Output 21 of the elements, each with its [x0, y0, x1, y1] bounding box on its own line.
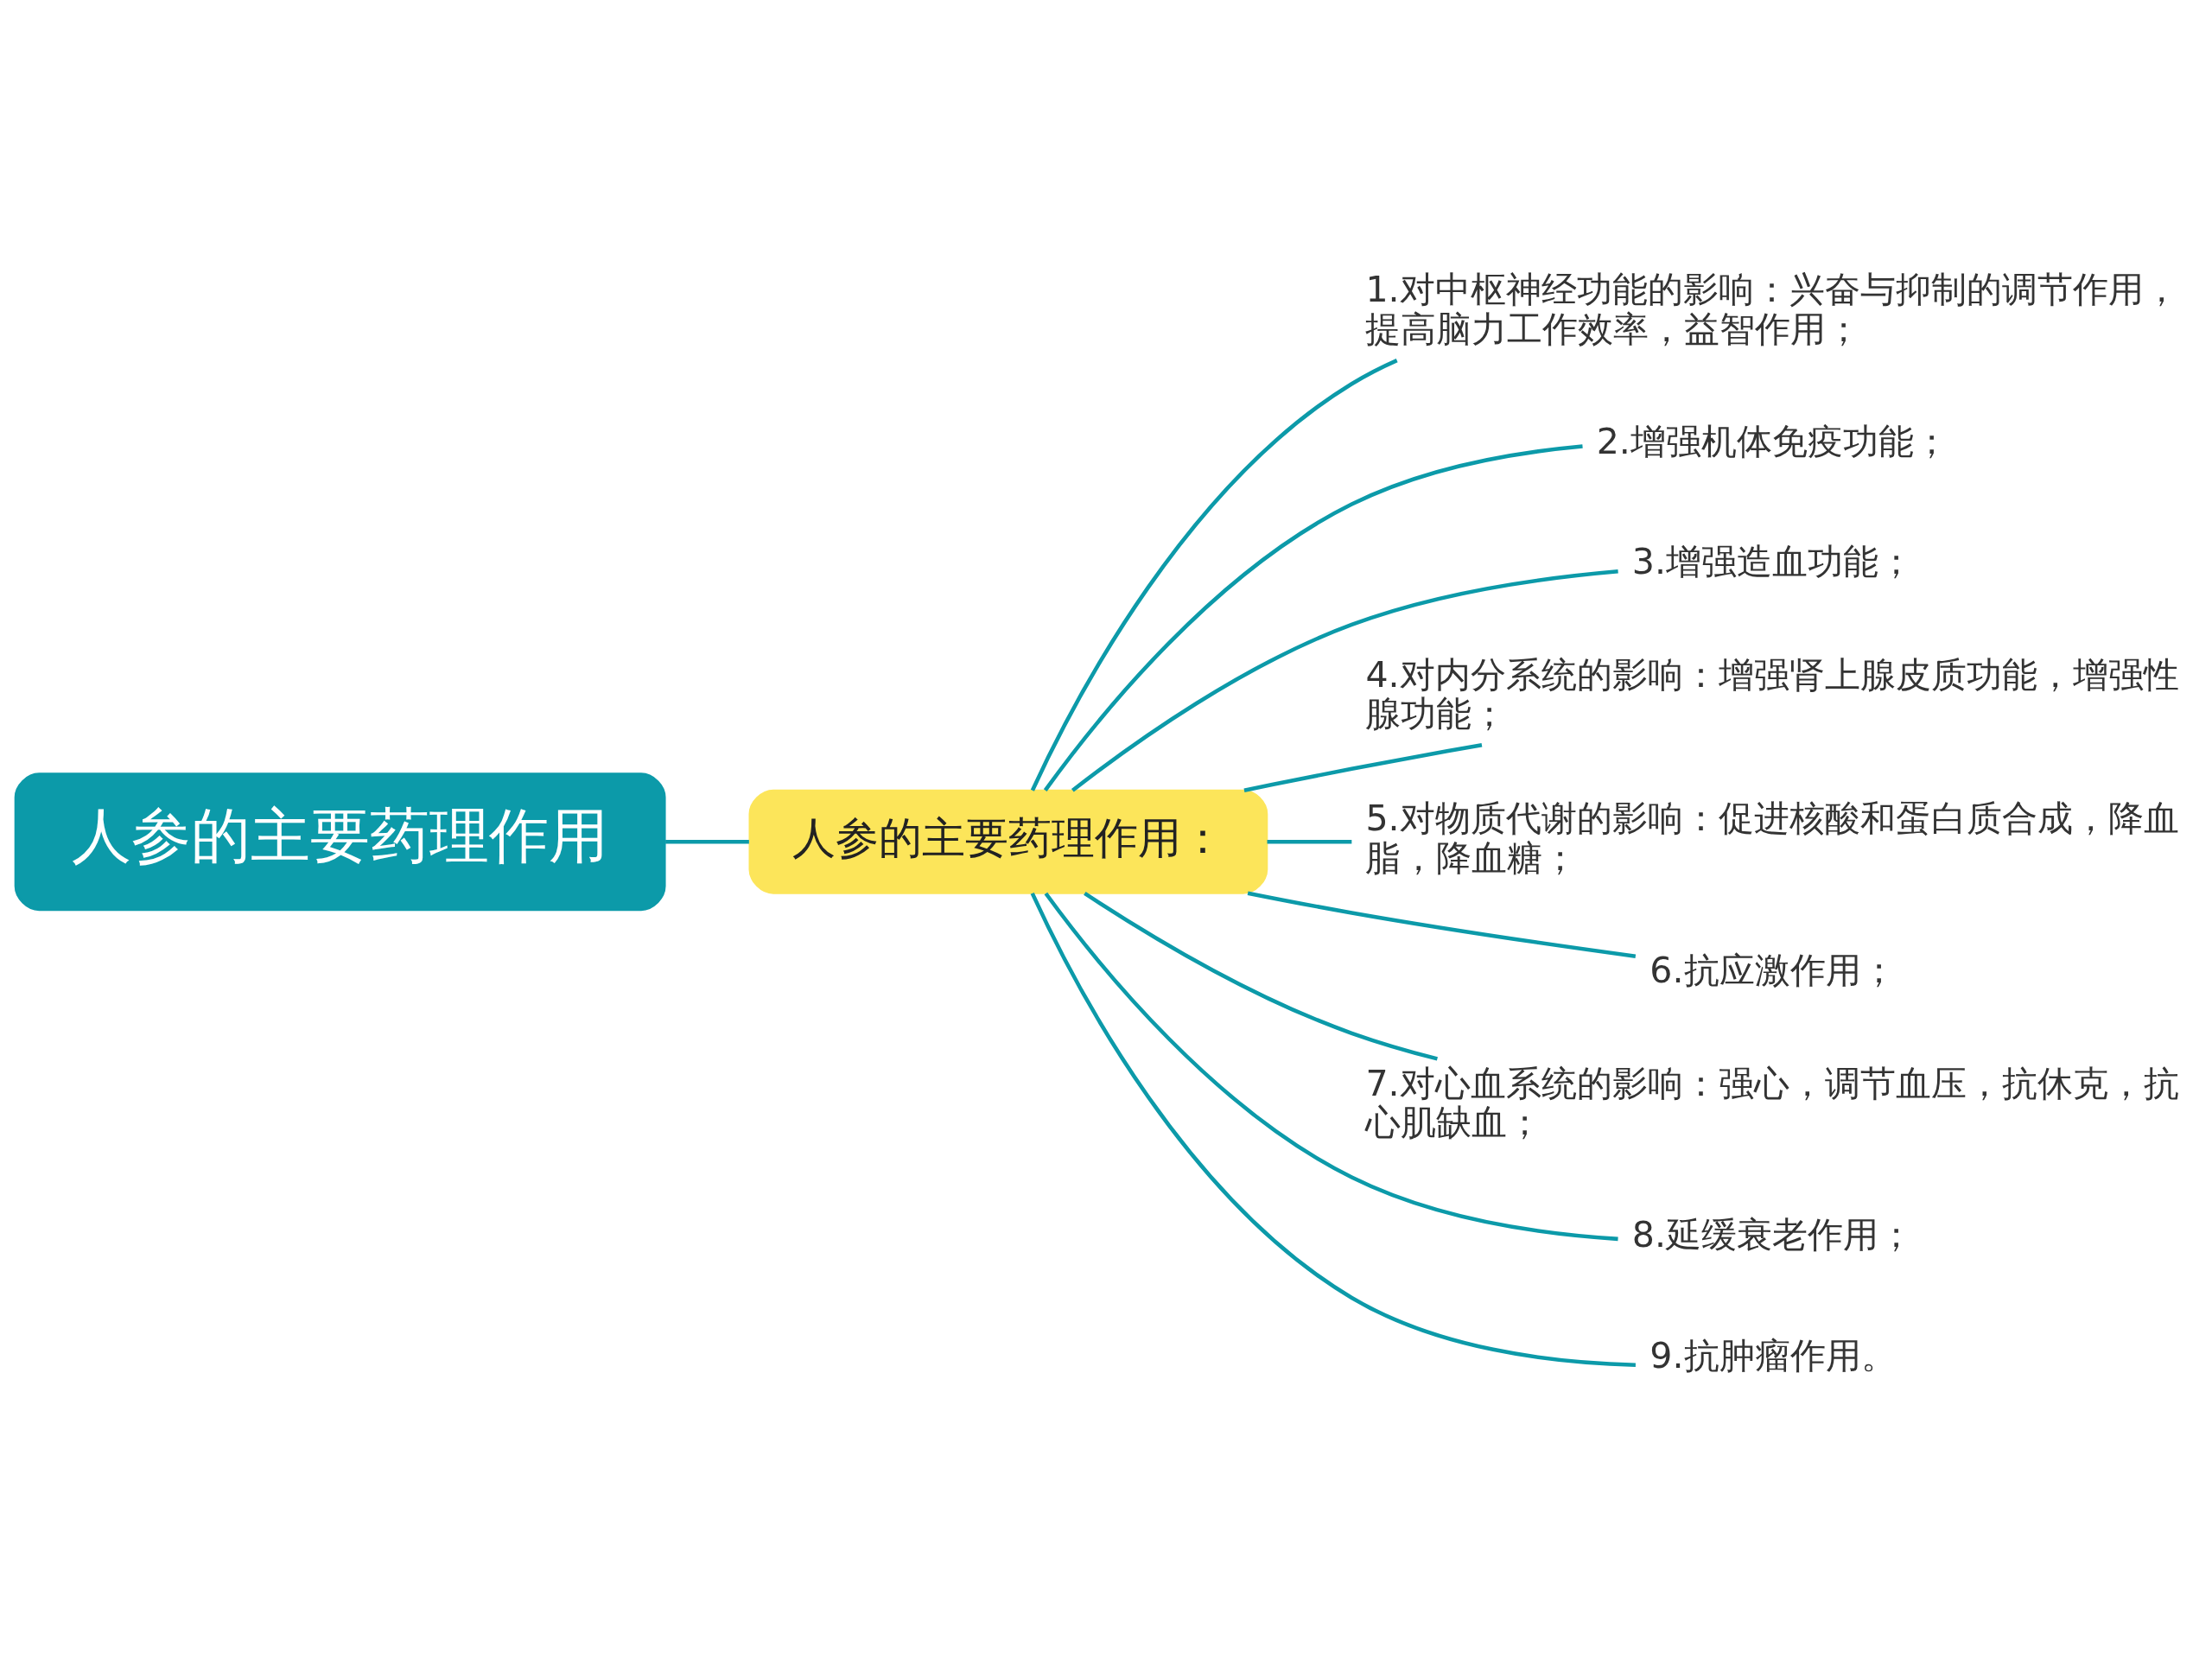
connector — [665, 839, 749, 843]
node-text: 2.增强机体免疫功能； — [1596, 420, 1949, 462]
node-text: 1.对中枢神经功能的影响：兴奋与抑制的调节作用，提高脑力工作效率，益智作用； — [1365, 268, 2179, 350]
connector — [1030, 358, 1398, 791]
connector — [1043, 443, 1583, 791]
node-text: 8.延缓衰老作用； — [1631, 1213, 1915, 1255]
connector — [1084, 891, 1438, 1061]
node-box: 人参的主要药理作用 — [14, 772, 666, 911]
node-text: 3.增强造血功能； — [1631, 540, 1915, 582]
node-text: 9.抗肿瘤作用。 — [1649, 1334, 1897, 1376]
connector — [1030, 892, 1636, 1367]
node-text: 4.对内分系统的影响：增强肾上腺皮质功能，增强性腺功能； — [1365, 653, 2179, 734]
connector — [1267, 839, 1352, 843]
connector — [1071, 569, 1618, 792]
node-box: 人参的主要药理作用： — [748, 789, 1268, 894]
node-text: 5.对物质代谢的影响：促进核酸和蛋白质合成，降血脂，降血糖； — [1365, 797, 2179, 879]
connector — [1247, 890, 1637, 958]
node-text: 6.抗应激作用； — [1649, 949, 1897, 991]
connector — [1243, 742, 1483, 792]
connector — [1044, 892, 1618, 1241]
node-text: 7.对心血系统的影响：强心，调节血压，抗休克，抗心肌缺血； — [1365, 1062, 2179, 1143]
